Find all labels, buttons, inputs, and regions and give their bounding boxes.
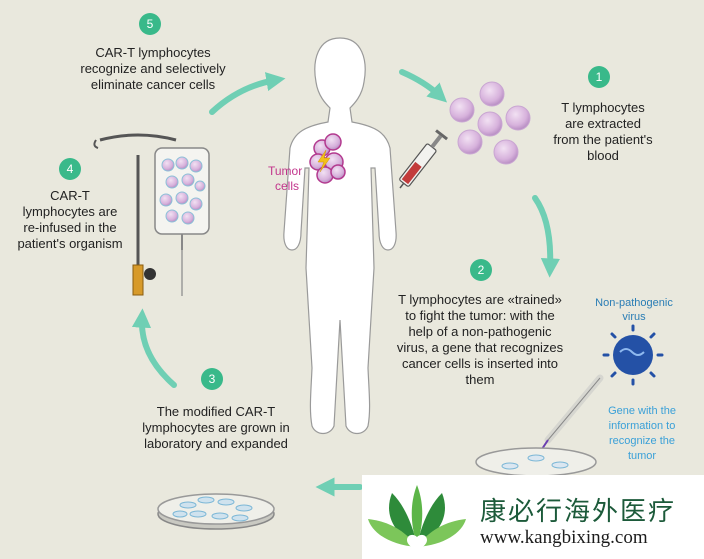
step-2-text: T lymphocytes are «trained»to fight the … [382, 292, 578, 388]
step-3-number: 3 [201, 368, 223, 390]
syringe-icon [394, 129, 448, 192]
brand-watermark: 康必行海外医疗 www.kangbixing.com [362, 475, 704, 559]
petri-dish-step3 [158, 494, 274, 529]
patient-silhouette [284, 38, 396, 434]
step-5-number: 5 [139, 13, 161, 35]
t-lymphocytes-cluster [450, 82, 530, 164]
petri-dish-step2 [476, 448, 596, 476]
step-2-number: 2 [470, 259, 492, 281]
arrow-to-step2 [535, 198, 550, 268]
step-1-number: 1 [588, 66, 610, 88]
lotus-logo-icon [362, 475, 472, 559]
step-4-number: 4 [59, 158, 81, 180]
arrow-to-step4 [142, 318, 174, 385]
virus-icon [604, 326, 662, 384]
tumor-label-line1: Tumor [268, 164, 302, 178]
brand-name: 康必行海外医疗 [480, 491, 676, 528]
tumor-label-line2: cells [275, 179, 299, 193]
brand-url: www.kangbixing.com [480, 527, 648, 549]
arrow-to-step1 [402, 72, 440, 96]
